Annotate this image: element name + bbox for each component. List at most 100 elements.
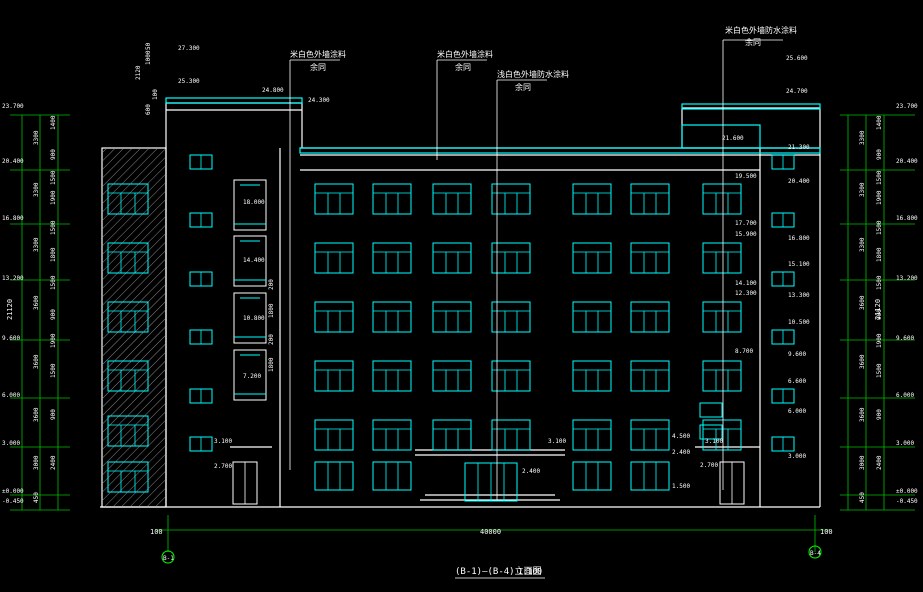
dim-inner: 1500 — [50, 170, 57, 185]
window — [630, 301, 670, 333]
annotation-3: 浅白色外墙防水涂料 — [497, 69, 569, 79]
elev-floor: 3.100 — [705, 438, 723, 445]
window — [630, 360, 670, 392]
elev-floor: 14.100 — [735, 280, 757, 287]
small-window — [189, 212, 213, 228]
elev-side-left: 9.600 — [2, 335, 20, 342]
stair-window — [107, 301, 149, 333]
window — [314, 242, 354, 274]
dim-parapet: 600 — [145, 104, 152, 115]
elev-side-right: ±0.000 — [896, 488, 918, 495]
window — [702, 301, 742, 333]
axis-bubble-left — [161, 550, 175, 564]
annotation-1-sub: 余同 — [310, 62, 326, 72]
small-window — [771, 436, 795, 452]
window — [702, 183, 742, 215]
end-offset-left: 100 — [150, 528, 163, 536]
elev-stair: 14.400 — [243, 257, 265, 264]
elev-floor: 6.000 — [788, 408, 806, 415]
left-dimension-chain — [10, 114, 70, 511]
dim-inner: 900 — [50, 149, 57, 160]
elev-floor: 3.000 — [788, 453, 806, 460]
window-ground — [630, 461, 670, 491]
dim-outer: 450 — [33, 492, 40, 503]
window — [630, 242, 670, 274]
elev-top-left: 24.800 — [262, 87, 284, 94]
elev-stair: 10.800 — [243, 315, 265, 322]
annotation-2-sub: 余同 — [455, 62, 471, 72]
elev-floor: 15.100 — [788, 261, 810, 268]
dim-inner-right: 1500 — [876, 220, 883, 235]
elev-floor: 2.700 — [700, 462, 718, 469]
elev-floor: 10.500 — [788, 319, 810, 326]
elev-floor: 12.300 — [735, 290, 757, 297]
window — [572, 419, 612, 451]
elev-floor: 9.600 — [788, 351, 806, 358]
dim-outer: 3000 — [33, 455, 40, 470]
small-window — [189, 329, 213, 345]
window — [630, 183, 670, 215]
elev-side-right: 20.400 — [896, 158, 918, 165]
small-window — [189, 436, 213, 452]
dim-stair: 1800 — [268, 357, 275, 372]
stair-window — [107, 461, 149, 493]
annotation-4: 米白色外墙防水涂料 — [725, 25, 797, 35]
stair-balcony — [233, 349, 267, 401]
dim-inner: 1900 — [50, 190, 57, 205]
elev-floor: 15.900 — [735, 231, 757, 238]
window — [314, 360, 354, 392]
stair-balcony — [233, 235, 267, 287]
elev-floor: 13.300 — [788, 292, 810, 299]
small-window — [771, 329, 795, 345]
window — [491, 301, 531, 333]
dim-outer-right: 3600 — [859, 407, 866, 422]
dim-stair: 1800 — [268, 303, 275, 318]
small-window — [189, 154, 213, 170]
dim-outer-right: 3600 — [859, 354, 866, 369]
window — [491, 242, 531, 274]
elev-floor: 4.500 — [672, 433, 690, 440]
window-ground — [372, 461, 412, 491]
window — [314, 183, 354, 215]
elevation-labels: 27.30025.30024.80024.30025.60024.70021.6… — [2, 42, 918, 505]
annotation-2: 米白色外墙涂料 — [437, 49, 493, 59]
window — [432, 419, 472, 451]
dim-inner-right: 1900 — [876, 333, 883, 348]
end-offset-right: 100 — [820, 528, 833, 536]
door-elevation: 2.400 — [522, 468, 540, 475]
annotation-3-sub: 余同 — [515, 82, 531, 92]
elev-side-left: 13.200 — [2, 275, 24, 282]
window — [372, 419, 412, 451]
dim-outer: 3300 — [33, 237, 40, 252]
stair-window — [107, 360, 149, 392]
dim-inner: 1500 — [50, 363, 57, 378]
dim-outer: 3600 — [33, 354, 40, 369]
entrance-door — [464, 462, 518, 502]
dim-outer-right: 3600 — [859, 295, 866, 310]
window — [372, 242, 412, 274]
elev-side-left: 6.000 — [2, 392, 20, 399]
dim-inner-right: 900 — [876, 149, 883, 160]
window — [432, 183, 472, 215]
side-door — [232, 461, 258, 505]
dim-outer: 3300 — [33, 182, 40, 197]
dim-inner: 1500 — [50, 275, 57, 290]
elev-side-left: 20.400 — [2, 158, 24, 165]
dim-inner-right: 2400 — [876, 455, 883, 470]
axis-label-right: B-4 — [810, 550, 821, 557]
window — [432, 242, 472, 274]
stair-window — [107, 242, 149, 274]
elev-floor: 8.700 — [735, 348, 753, 355]
window — [491, 419, 531, 451]
window-ground — [314, 461, 354, 491]
elev-floor: 17.700 — [735, 220, 757, 227]
elev-stair: 7.200 — [243, 373, 261, 380]
dim-parapet: 2120 — [135, 65, 142, 80]
annotation-4-sub: 余同 — [745, 37, 761, 47]
elev-side-right: 6.000 — [896, 392, 914, 399]
dim-inner: 1800 — [50, 247, 57, 262]
overall-height-right: 21120 — [874, 299, 882, 320]
drawing-scale: 1:100 — [518, 567, 542, 576]
elev-stair: 18.000 — [243, 199, 265, 206]
window — [572, 360, 612, 392]
